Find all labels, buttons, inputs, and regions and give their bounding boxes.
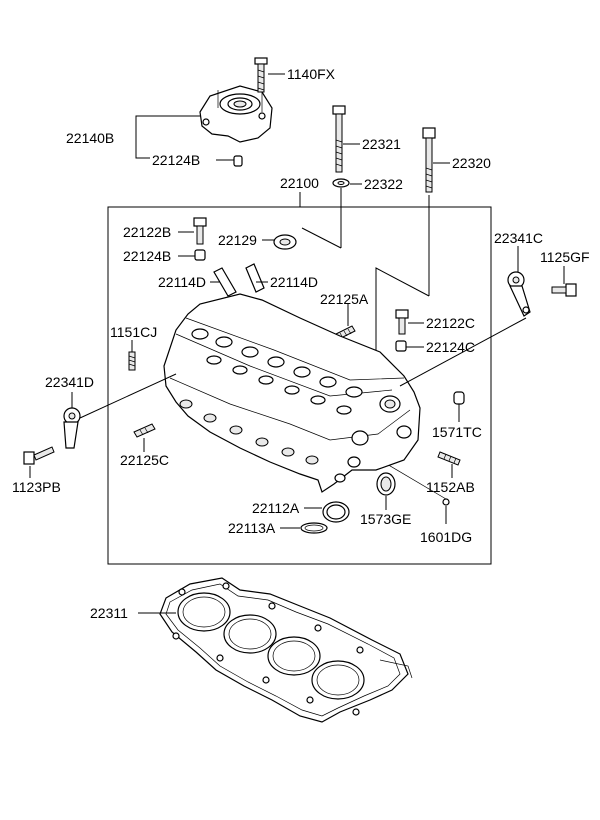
label-22122C: 22122C	[426, 315, 475, 331]
o-ring-22113A	[300, 522, 328, 534]
label-22125C: 22125C	[120, 452, 169, 468]
label-1123PB: 1123PB	[12, 479, 61, 495]
bolt-22122B	[193, 217, 207, 245]
label-1125GF: 1125GF	[540, 249, 590, 265]
part-1571TC	[453, 391, 465, 405]
label-22112A: 22112A	[252, 500, 300, 516]
label-22322: 22322	[364, 176, 403, 192]
label-1573GE: 1573GE	[360, 511, 411, 527]
tubes-22114D	[213, 263, 265, 297]
label-1151CJ: 1151CJ	[110, 324, 157, 340]
label-22125A: 22125A	[320, 291, 369, 307]
bolt-22321	[332, 105, 346, 173]
head-front-ports	[179, 399, 319, 465]
bolt-22320	[422, 127, 436, 193]
label-22140B: 22140B	[66, 130, 114, 146]
bolt-1125GF	[551, 283, 577, 297]
bracket-22140B	[199, 85, 273, 143]
label-22341D: 22341D	[45, 374, 94, 390]
label-22124C: 22124C	[426, 339, 475, 355]
gasket-bores	[177, 592, 365, 700]
seal-1573GE	[376, 472, 396, 496]
label-1140FX: 1140FX	[287, 66, 336, 82]
gasket-holes	[172, 582, 364, 716]
part-1601DG	[442, 498, 450, 506]
label-22311: 22311	[90, 605, 128, 621]
bolt-22122C	[395, 309, 409, 335]
label-22122B: 22122B	[123, 224, 171, 240]
dowel-22124B-top	[233, 155, 243, 167]
bolt-1123PB	[23, 446, 55, 465]
stud-1151CJ	[128, 351, 136, 371]
stud-22125C	[133, 423, 156, 438]
label-22320: 22320	[452, 155, 491, 171]
label-22100: 22100	[280, 175, 319, 191]
bracket-22341C	[507, 271, 531, 317]
head-end-face	[334, 395, 412, 483]
head-gasket-22311	[159, 577, 413, 723]
label-22129: 22129	[218, 232, 257, 248]
bolt-1140FX	[254, 57, 268, 93]
label-1571TC: 1571TC	[432, 424, 482, 440]
label-22114D-right: 22114D	[270, 274, 318, 290]
cylinder-head-22100	[163, 293, 421, 493]
label-22113A: 22113A	[228, 520, 276, 536]
plug-22129	[273, 234, 297, 250]
stud-1152AB	[437, 451, 461, 466]
bracket-22341D	[63, 407, 81, 449]
label-1601DG: 1601DG	[420, 529, 472, 545]
label-22341C: 22341C	[494, 230, 543, 246]
label-22124B: 22124B	[123, 248, 171, 264]
label-22114D-left: 22114D	[158, 274, 206, 290]
camshaft-journals	[191, 328, 363, 415]
label-22321: 22321	[362, 136, 401, 152]
dowel-22124C	[395, 340, 407, 352]
o-ring-22112A	[322, 501, 350, 523]
label-1152AB: 1152AB	[426, 479, 475, 495]
label-22124B-top: 22124B	[152, 152, 200, 168]
dowel-22124B	[194, 249, 206, 261]
